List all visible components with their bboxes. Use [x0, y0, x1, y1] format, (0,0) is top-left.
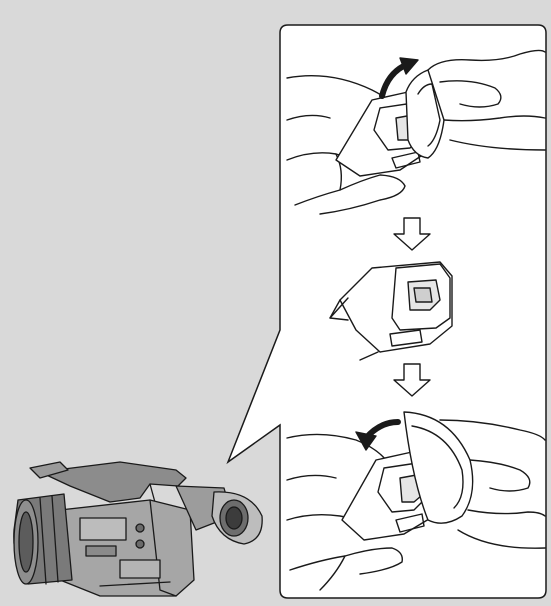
eyecup-illustration	[0, 0, 551, 606]
